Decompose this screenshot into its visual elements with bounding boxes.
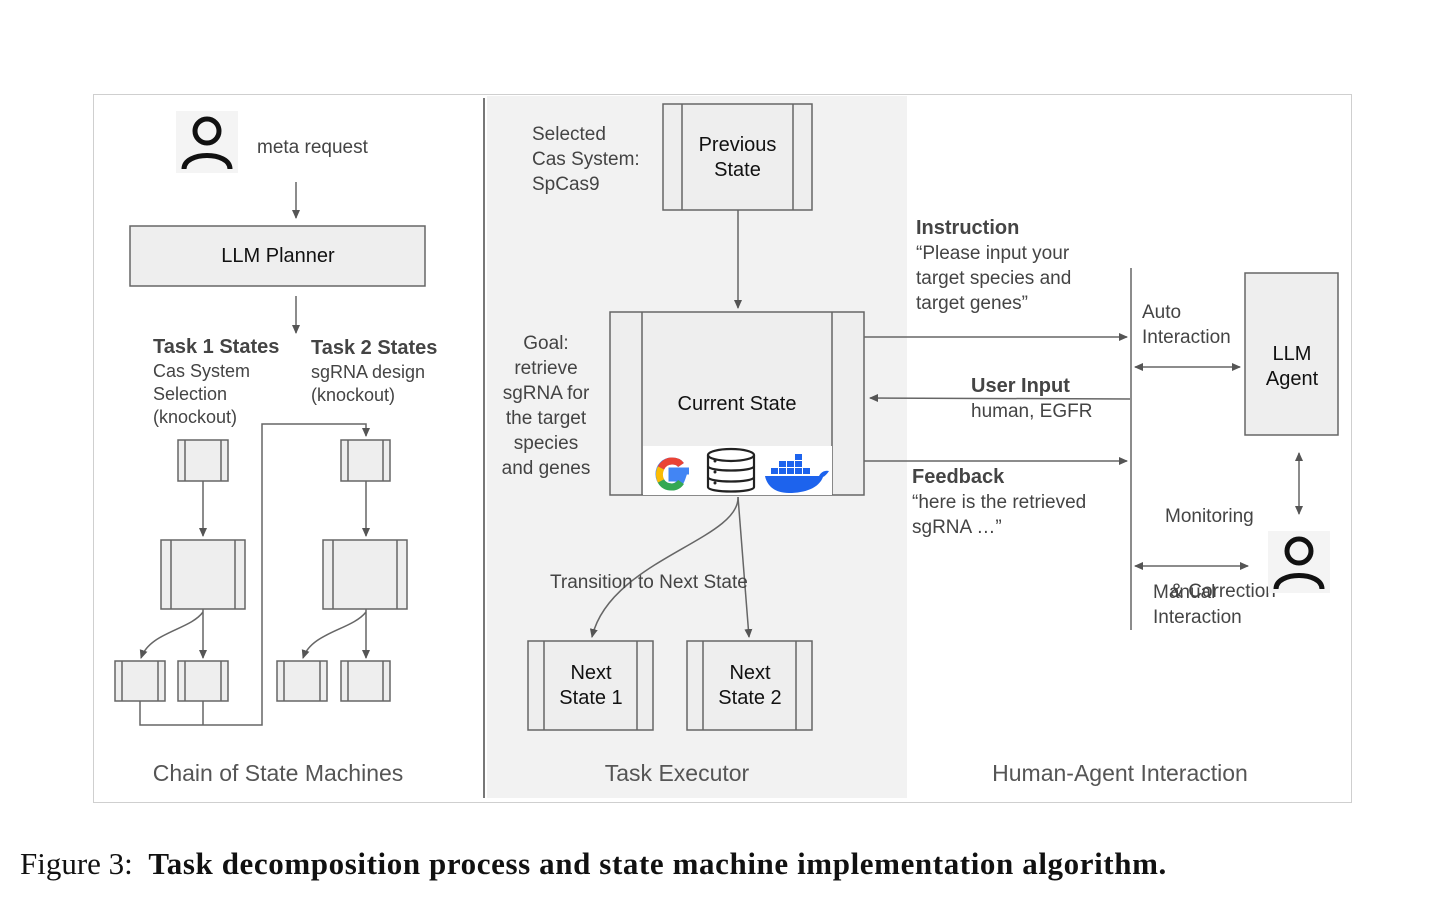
task-executor-label: Task Executor bbox=[604, 760, 750, 786]
docker-logo-icon bbox=[763, 450, 831, 494]
meta-request-label: meta request bbox=[257, 137, 368, 158]
task1-block: Task 1 States Cas System Selection (knoc… bbox=[153, 335, 279, 429]
instruction-title: Instruction bbox=[916, 217, 1020, 239]
next-state-2-line: State 2 bbox=[718, 687, 782, 709]
figure-caption: Figure 3: Task decomposition process and… bbox=[20, 846, 1167, 882]
transition-label: Transition to Next State bbox=[550, 572, 748, 593]
goal-line: Goal: bbox=[523, 333, 569, 354]
next-state-1-label: Next State 1 bbox=[528, 661, 654, 711]
task2-line: (knockout) bbox=[311, 385, 396, 405]
task1-line: Cas System bbox=[153, 361, 251, 381]
manual-interaction-label: Manual Interaction bbox=[1153, 580, 1242, 630]
manual-interaction-line: Interaction bbox=[1153, 607, 1242, 628]
instruction-line: “Please input your bbox=[916, 243, 1070, 264]
caption-title: Task decomposition process and state mac… bbox=[148, 846, 1167, 881]
google-logo-icon bbox=[649, 451, 695, 497]
human-agent-interaction-label: Human-Agent Interaction bbox=[992, 760, 1248, 786]
previous-state-line: Previous bbox=[698, 134, 777, 156]
instruction-line: target species and bbox=[916, 268, 1072, 289]
llm-agent-box bbox=[1244, 272, 1339, 436]
task1-line: (knockout) bbox=[153, 407, 238, 427]
goal-line: the target bbox=[505, 408, 587, 429]
feedback-line: sgRNA …” bbox=[912, 517, 1002, 538]
task2-title: Task 2 States bbox=[311, 337, 438, 359]
llm-agent-line: LLM bbox=[1272, 343, 1312, 365]
manual-interaction-line: Manual bbox=[1153, 582, 1216, 603]
llm-planner-box bbox=[129, 225, 426, 287]
monitoring-line: & Correction bbox=[1165, 581, 1276, 602]
instruction-block: Instruction “Please input your target sp… bbox=[916, 216, 1071, 316]
llm-planner-label: LLM Planner bbox=[221, 245, 335, 267]
task1-line: Selection bbox=[153, 384, 228, 404]
feedback-block: Feedback “here is the retrieved sgRNA …” bbox=[912, 465, 1086, 540]
goal-line: and genes bbox=[501, 458, 591, 479]
instruction-line: target genes” bbox=[916, 293, 1028, 314]
auto-interaction-line: Interaction bbox=[1142, 327, 1231, 348]
next-state-2-line: Next bbox=[729, 662, 771, 684]
task2-state-machine bbox=[276, 439, 408, 702]
selected-line: SpCas9 bbox=[532, 174, 600, 195]
next-state-1-box bbox=[527, 640, 654, 731]
chain-of-state-machines-label: Chain of State Machines bbox=[152, 760, 404, 786]
auto-interaction-line: Auto bbox=[1142, 302, 1182, 323]
next-state-1-line: Next bbox=[570, 662, 612, 684]
user-input-title: User Input bbox=[971, 375, 1070, 397]
monitoring-label: Monitoring & Correction bbox=[1165, 454, 1276, 629]
goal-line: retrieve bbox=[514, 358, 578, 379]
selected-line: Selected bbox=[532, 124, 606, 145]
monitoring-line: Monitoring bbox=[1165, 506, 1254, 527]
human-user-icon bbox=[1268, 531, 1330, 593]
task2-block: Task 2 States sgRNA design (knockout) bbox=[311, 336, 437, 407]
user-icon bbox=[176, 111, 238, 173]
selected-line: Cas System: bbox=[532, 149, 640, 170]
task2-line: sgRNA design bbox=[311, 362, 426, 382]
task1-title: Task 1 States bbox=[153, 336, 280, 358]
goal-line: species bbox=[513, 433, 579, 454]
current-state-label: Current State bbox=[677, 393, 797, 415]
database-icon bbox=[705, 447, 757, 495]
auto-interaction-label: Auto Interaction bbox=[1142, 300, 1231, 350]
user-input-value: human, EGFR bbox=[971, 401, 1093, 422]
next-state-2-label: Next State 2 bbox=[687, 661, 813, 711]
caption-prefix: Figure 3: bbox=[20, 846, 133, 881]
previous-state-label: Previous State bbox=[663, 133, 812, 183]
selected-cas-block: Selected Cas System: SpCas9 bbox=[532, 122, 640, 197]
panel-divider bbox=[483, 98, 485, 798]
feedback-title: Feedback bbox=[912, 466, 1005, 488]
user-input-block: User Input human, EGFR bbox=[971, 374, 1092, 424]
goal-line: sgRNA for bbox=[502, 383, 590, 404]
goal-block: Goal: retrieve sgRNA for the target spec… bbox=[490, 331, 602, 481]
task1-state-machine bbox=[114, 423, 370, 726]
feedback-line: “here is the retrieved bbox=[912, 492, 1087, 513]
llm-agent-line: Agent bbox=[1265, 368, 1319, 390]
next-state-1-line: State 1 bbox=[559, 687, 623, 709]
previous-state-line: State bbox=[714, 159, 761, 181]
llm-agent-label: LLM Agent bbox=[1245, 342, 1339, 392]
next-state-2-box bbox=[686, 640, 813, 731]
